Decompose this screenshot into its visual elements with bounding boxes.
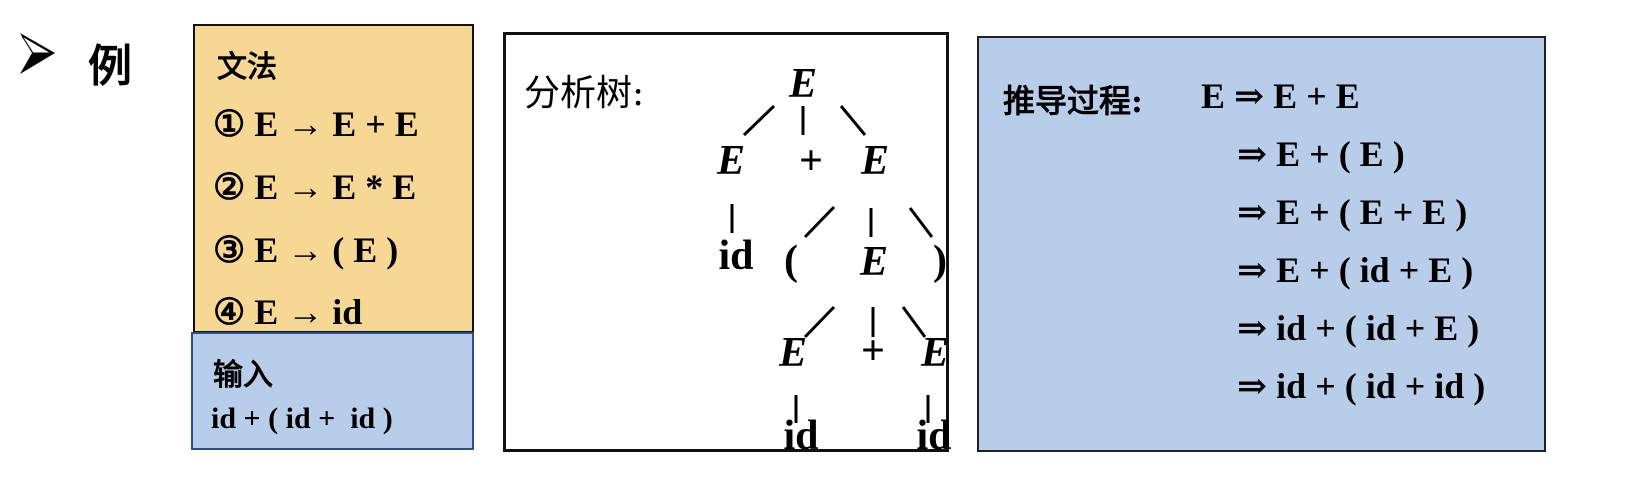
tree-node: E (716, 138, 746, 184)
tree-edge (908, 207, 934, 238)
tree-node: E (788, 61, 818, 107)
tree-node: id (718, 233, 754, 279)
tree-node: ) (933, 238, 947, 284)
tree-node: ( (784, 238, 798, 284)
grammar-rule: ③ E → ( E ) (213, 230, 399, 270)
arrowhead-bullet-icon (20, 33, 55, 74)
input-title: 输入 (213, 358, 273, 393)
tree-node: E (860, 138, 890, 184)
derivation-title: 推导过程: (1003, 82, 1143, 120)
grammar-rule: ① E → E + E (213, 104, 419, 144)
tree-node: id (916, 413, 952, 459)
derivation-step: ⇒ id + ( id + id ) (1237, 366, 1486, 406)
tree-node: E (778, 330, 808, 376)
tree-edge (742, 104, 776, 137)
derivation-step: ⇒ E + ( E + E ) (1237, 192, 1468, 232)
input-box: 输入 id + ( id + id ) (191, 332, 474, 450)
derivation-step: ⇒ E + ( id + E ) (1237, 250, 1474, 290)
tree-edge (803, 205, 836, 239)
tree-edge (803, 305, 836, 339)
derivation-box: 推导过程: E ⇒ E + E ⇒ E + ( E ) ⇒ E + ( E + … (977, 36, 1546, 452)
derivation-step: ⇒ id + ( id + E ) (1237, 308, 1480, 348)
parse-tree-box (503, 32, 949, 452)
tree-node: E (920, 330, 950, 376)
grammar-title: 文法 (217, 50, 277, 85)
derivation-step: ⇒ E + ( E ) (1237, 134, 1405, 174)
example-label: 例 (88, 41, 132, 92)
tree-edge (839, 105, 867, 136)
tree-node: id (783, 413, 819, 459)
tree-edge (901, 306, 927, 338)
parse-tree-title: 分析树: (524, 73, 645, 114)
tree-node: + (799, 138, 823, 184)
tree-node: E (859, 239, 889, 285)
input-string: id + ( id + id ) (211, 402, 393, 435)
grammar-box: 文法 ① E → E + E ② E → E * E ③ E → ( E ) ④… (193, 24, 474, 333)
grammar-rule: ④ E → id (213, 292, 363, 332)
tree-node: + (861, 328, 885, 374)
derivation-step: E ⇒ E + E (1201, 76, 1360, 116)
grammar-rule: ② E → E * E (213, 167, 417, 207)
